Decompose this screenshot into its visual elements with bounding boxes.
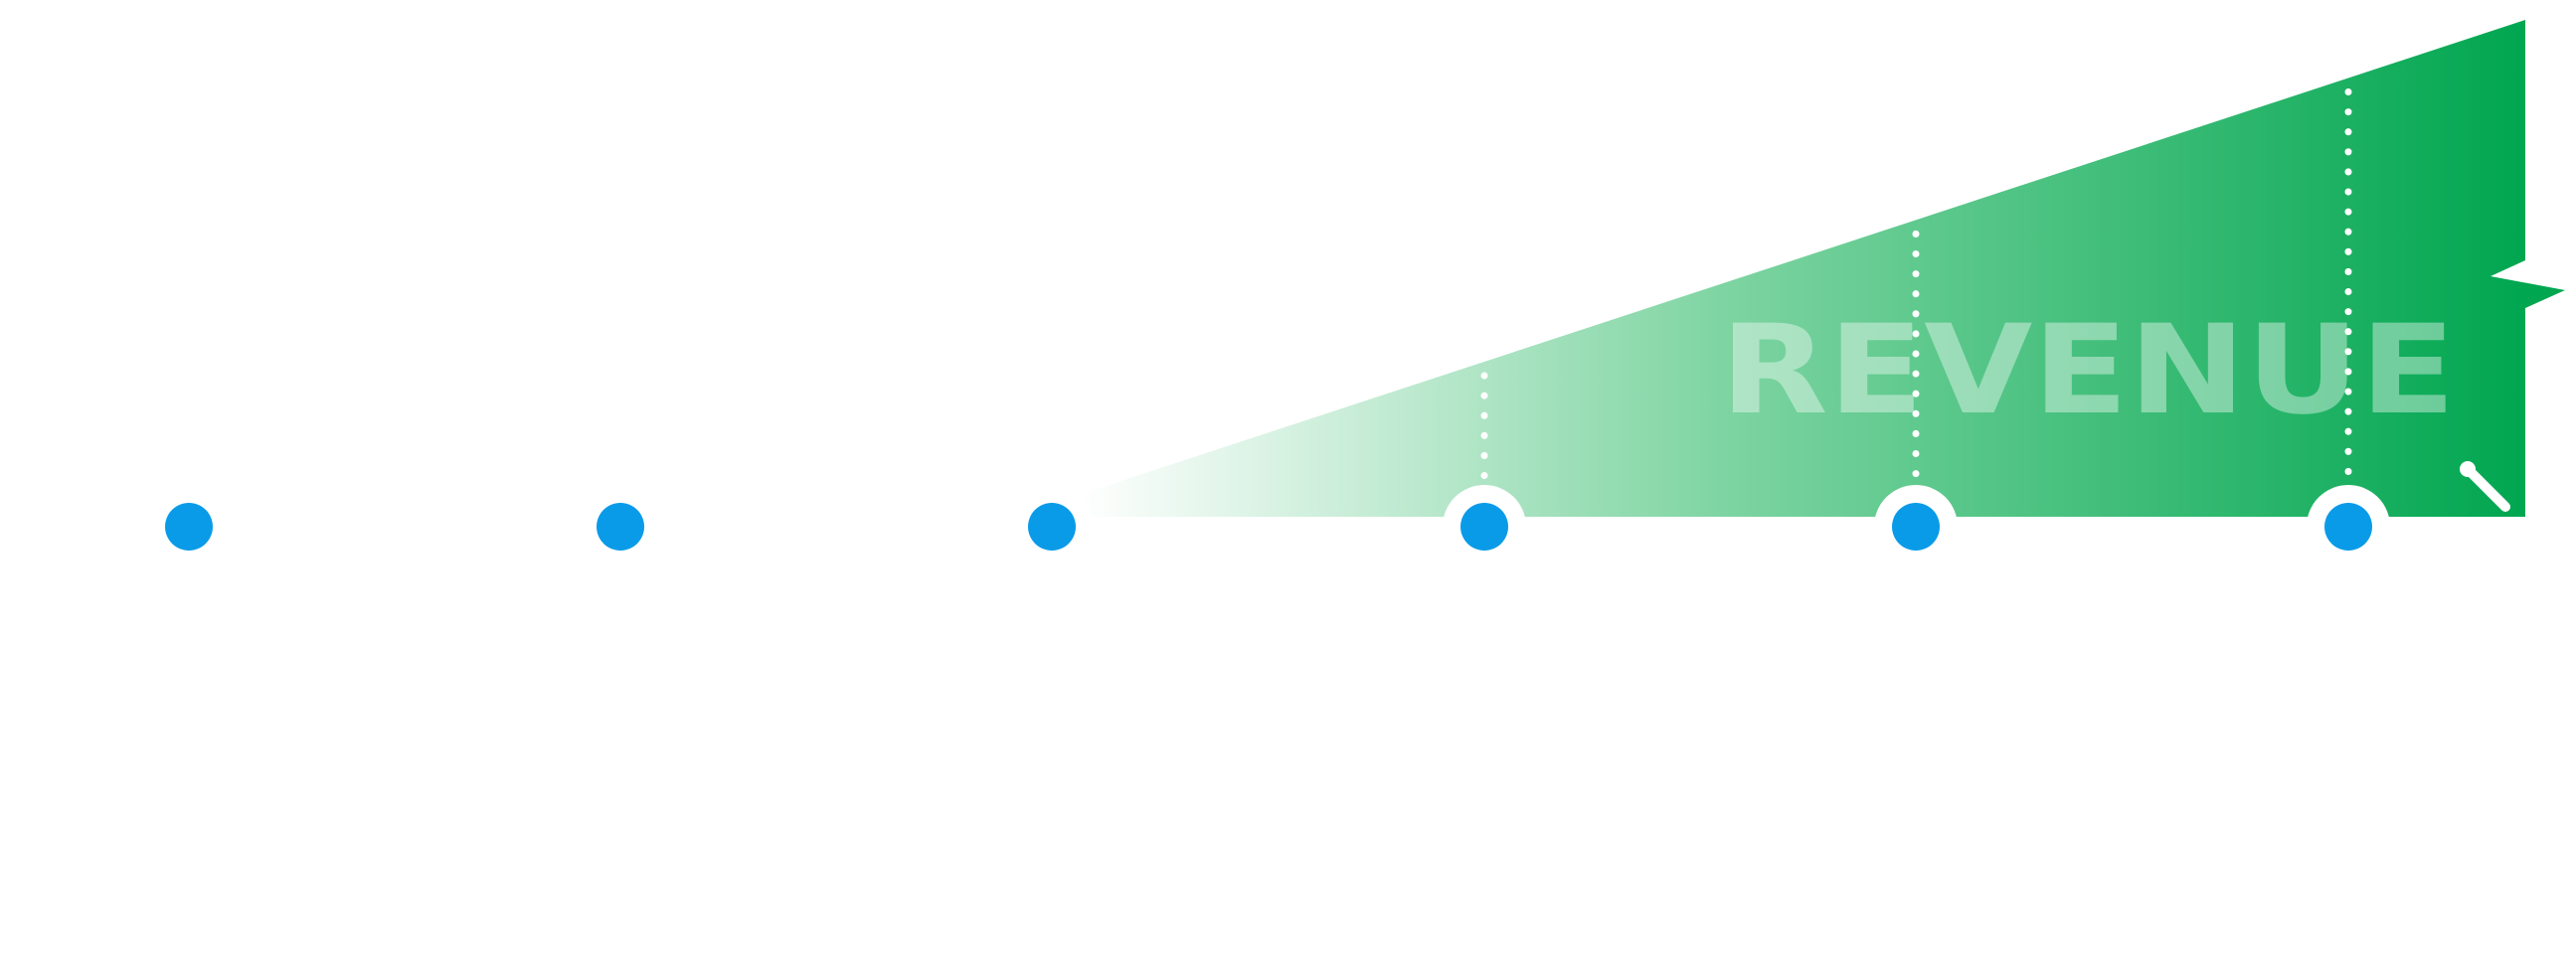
revenue-label-text: REVENUE [1720,299,2456,442]
milestone-dot-m4 [1460,503,1508,551]
milestone-dot-m2 [597,503,644,551]
milestone-dot-m6 [2324,503,2372,551]
milestone-dot-m3 [1028,503,1076,551]
wedge-edge-tick [2460,461,2510,512]
revenue-wedge [1079,20,2565,517]
milestone-connectors [1480,87,2352,489]
milestone-dots [165,503,2372,551]
milestone-dot-m5 [1892,503,1940,551]
milestone-dot-m1 [165,503,213,551]
revenue-label: REVENUE [1720,299,2456,442]
